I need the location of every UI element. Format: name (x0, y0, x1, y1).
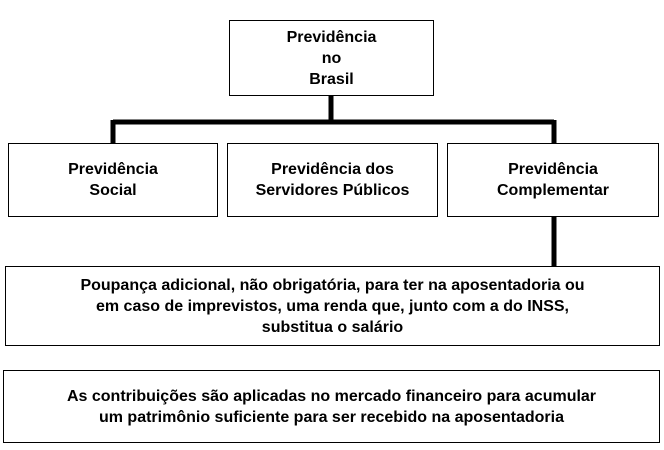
description-box-contribuicoes: As contribuições são aplicadas no mercad… (3, 370, 660, 443)
branch-box-social: Previdência Social (8, 143, 218, 217)
description-box-poupanca: Poupança adicional, não obrigatória, par… (5, 266, 660, 346)
branch-box-servidores: Previdência dos Servidores Públicos (227, 143, 438, 217)
root-label: Previdência no Brasil (286, 28, 377, 88)
branch-label-servidores: Previdência dos Servidores Públicos (255, 161, 410, 199)
branch-box-complementar: Previdência Complementar (447, 143, 659, 217)
root-box: Previdência no Brasil (229, 20, 434, 96)
branch-label-complementar: Previdência Complementar (496, 161, 610, 199)
description-label-poupanca: Poupança adicional, não obrigatória, par… (80, 276, 585, 336)
description-label-contribuicoes: As contribuições são aplicadas no mercad… (66, 387, 597, 426)
branch-label-social: Previdência Social (68, 161, 158, 199)
